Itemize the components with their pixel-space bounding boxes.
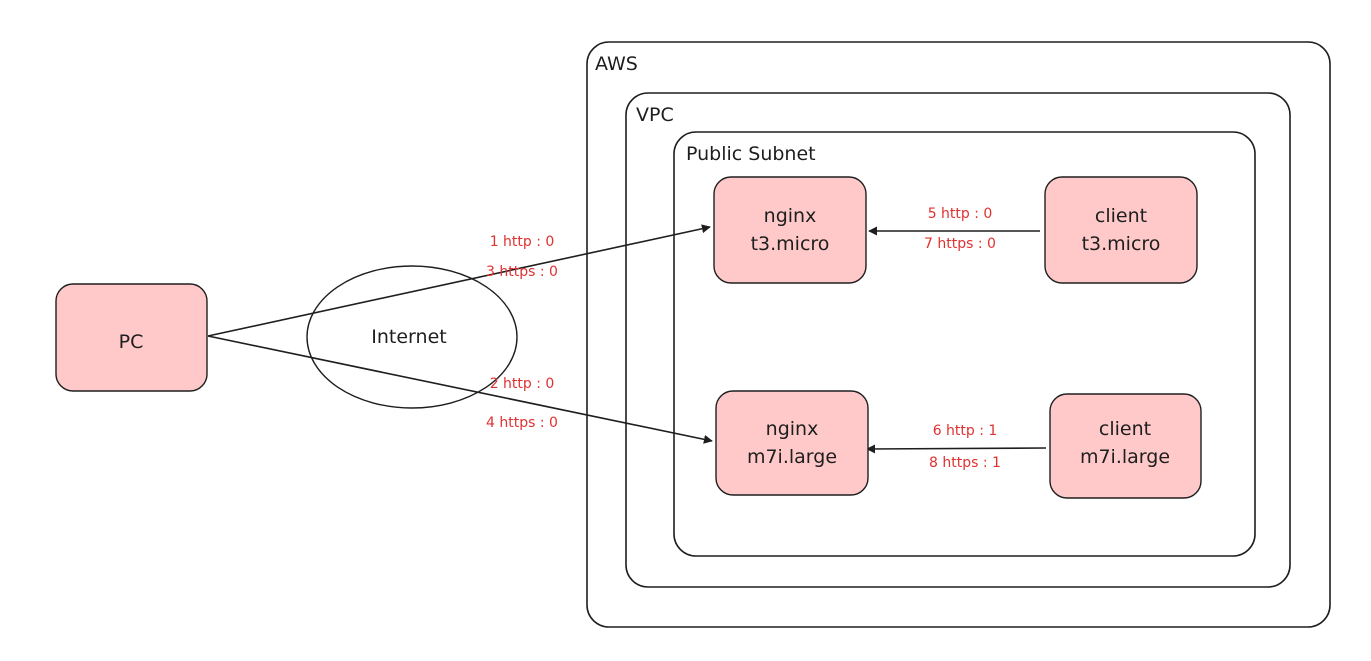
edge-label-https: 3 https : 0 bbox=[486, 264, 558, 280]
node-pc-box bbox=[55, 283, 208, 392]
node-client-large-name: client bbox=[1099, 418, 1151, 440]
node-client-micro: client t3.micro bbox=[1044, 176, 1198, 284]
node-nginx-micro-box bbox=[713, 176, 867, 284]
edge-line bbox=[207, 335, 713, 444]
internet-ellipse bbox=[306, 265, 518, 409]
edge-line bbox=[866, 444, 1047, 454]
node-client-large-box bbox=[1049, 393, 1202, 499]
node-nginx-micro-name: nginx bbox=[764, 205, 817, 227]
edge-client-micro-to-nginx-micro: 5 http : 0 7 https : 0 bbox=[868, 206, 1040, 252]
node-nginx-micro-type: t3.micro bbox=[751, 233, 830, 255]
node-client-micro-type: t3.micro bbox=[1082, 233, 1161, 255]
edge-label-https: 8 https : 1 bbox=[929, 455, 1001, 471]
edge-label-http: 2 http : 0 bbox=[490, 376, 555, 392]
vpc-container-border bbox=[625, 92, 1291, 588]
aws-container: AWS bbox=[586, 41, 1331, 628]
node-nginx-large: nginx m7i.large bbox=[715, 390, 869, 496]
aws-container-border bbox=[586, 41, 1331, 628]
edge-label-https: 4 https : 0 bbox=[486, 415, 558, 431]
node-pc: PC bbox=[55, 283, 208, 392]
node-nginx-large-box bbox=[715, 390, 869, 496]
node-nginx-micro: nginx t3.micro bbox=[713, 176, 867, 284]
edge-label-http: 6 http : 1 bbox=[933, 423, 998, 439]
edge-label-https: 7 https : 0 bbox=[924, 236, 996, 252]
internet-label: Internet bbox=[371, 326, 446, 348]
aws-label: AWS bbox=[595, 53, 638, 75]
subnet-label: Public Subnet bbox=[686, 143, 816, 165]
node-pc-label: PC bbox=[119, 331, 144, 353]
internet-cloud: Internet bbox=[306, 265, 518, 409]
vpc-label: VPC bbox=[636, 104, 674, 126]
subnet-container: Public Subnet bbox=[673, 131, 1256, 557]
edge-label-http: 5 http : 0 bbox=[928, 206, 993, 222]
edge-line bbox=[207, 224, 711, 337]
edge-client-large-to-nginx-large: 6 http : 1 8 https : 1 bbox=[866, 423, 1047, 471]
edge-pc-to-nginx-micro: 1 http : 0 3 https : 0 bbox=[207, 224, 711, 337]
edge-pc-to-nginx-large: 2 http : 0 4 https : 0 bbox=[207, 335, 713, 444]
node-nginx-large-type: m7i.large bbox=[747, 446, 837, 468]
subnet-container-border bbox=[673, 131, 1256, 557]
edge-label-http: 1 http : 0 bbox=[490, 234, 555, 250]
node-client-large-type: m7i.large bbox=[1080, 446, 1170, 468]
vpc-container: VPC bbox=[625, 92, 1291, 588]
node-nginx-large-name: nginx bbox=[766, 418, 819, 440]
node-client-micro-name: client bbox=[1095, 205, 1147, 227]
node-client-large: client m7i.large bbox=[1049, 393, 1202, 499]
node-client-micro-box bbox=[1044, 176, 1198, 284]
